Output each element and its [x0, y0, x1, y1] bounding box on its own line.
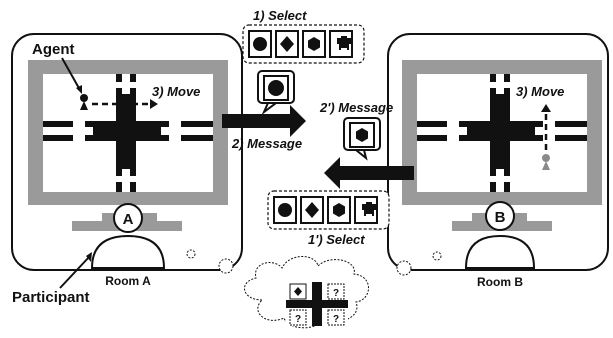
agent-b-icon	[542, 154, 550, 170]
room-b-monitor	[387, 33, 609, 271]
agent-pointer	[61, 57, 81, 91]
cross-icon	[337, 36, 351, 50]
move-arrowhead-a	[150, 99, 158, 109]
cloud-icon	[244, 256, 369, 329]
circle-icon	[278, 203, 292, 217]
step-move-a: 3) Move	[152, 84, 200, 99]
diamond-icon	[305, 202, 319, 218]
room-a-label: Room A	[105, 274, 151, 288]
shape-selector-b	[267, 190, 390, 230]
step-select-a: 1) Select	[253, 8, 307, 23]
message-bubble-b	[343, 117, 381, 161]
participant-a	[90, 203, 166, 269]
step-move-b: 3) Move	[516, 84, 564, 99]
cross-icon	[362, 202, 376, 216]
room-a-monitor	[11, 33, 243, 271]
step-select-b: 1') Select	[308, 232, 365, 247]
circle-icon	[253, 37, 267, 51]
unknown-mark-sw: ?	[295, 314, 301, 325]
step-message-b: 2') Message	[319, 100, 393, 115]
agent-label: Agent	[32, 41, 75, 58]
arrow-right-icon	[222, 105, 306, 137]
badge-a: A	[123, 211, 134, 228]
participant-b	[464, 201, 536, 269]
agent-icon	[80, 94, 88, 110]
move-arrowhead-b	[541, 104, 551, 112]
participant-label: Participant	[12, 289, 90, 306]
step-message-a: 2) Message	[231, 136, 302, 151]
participant-pointer	[59, 255, 91, 289]
diamond-icon	[280, 36, 294, 52]
arrow-left-icon	[324, 157, 414, 189]
message-bubble-a	[257, 70, 295, 116]
room-b-label: Room B	[477, 275, 523, 289]
unknown-mark-se: ?	[333, 314, 339, 325]
shape-selector-a	[242, 24, 365, 64]
cloud-diamond-icon	[294, 287, 302, 296]
unknown-mark-ne: ?	[333, 288, 339, 299]
badge-b: B	[495, 209, 506, 226]
